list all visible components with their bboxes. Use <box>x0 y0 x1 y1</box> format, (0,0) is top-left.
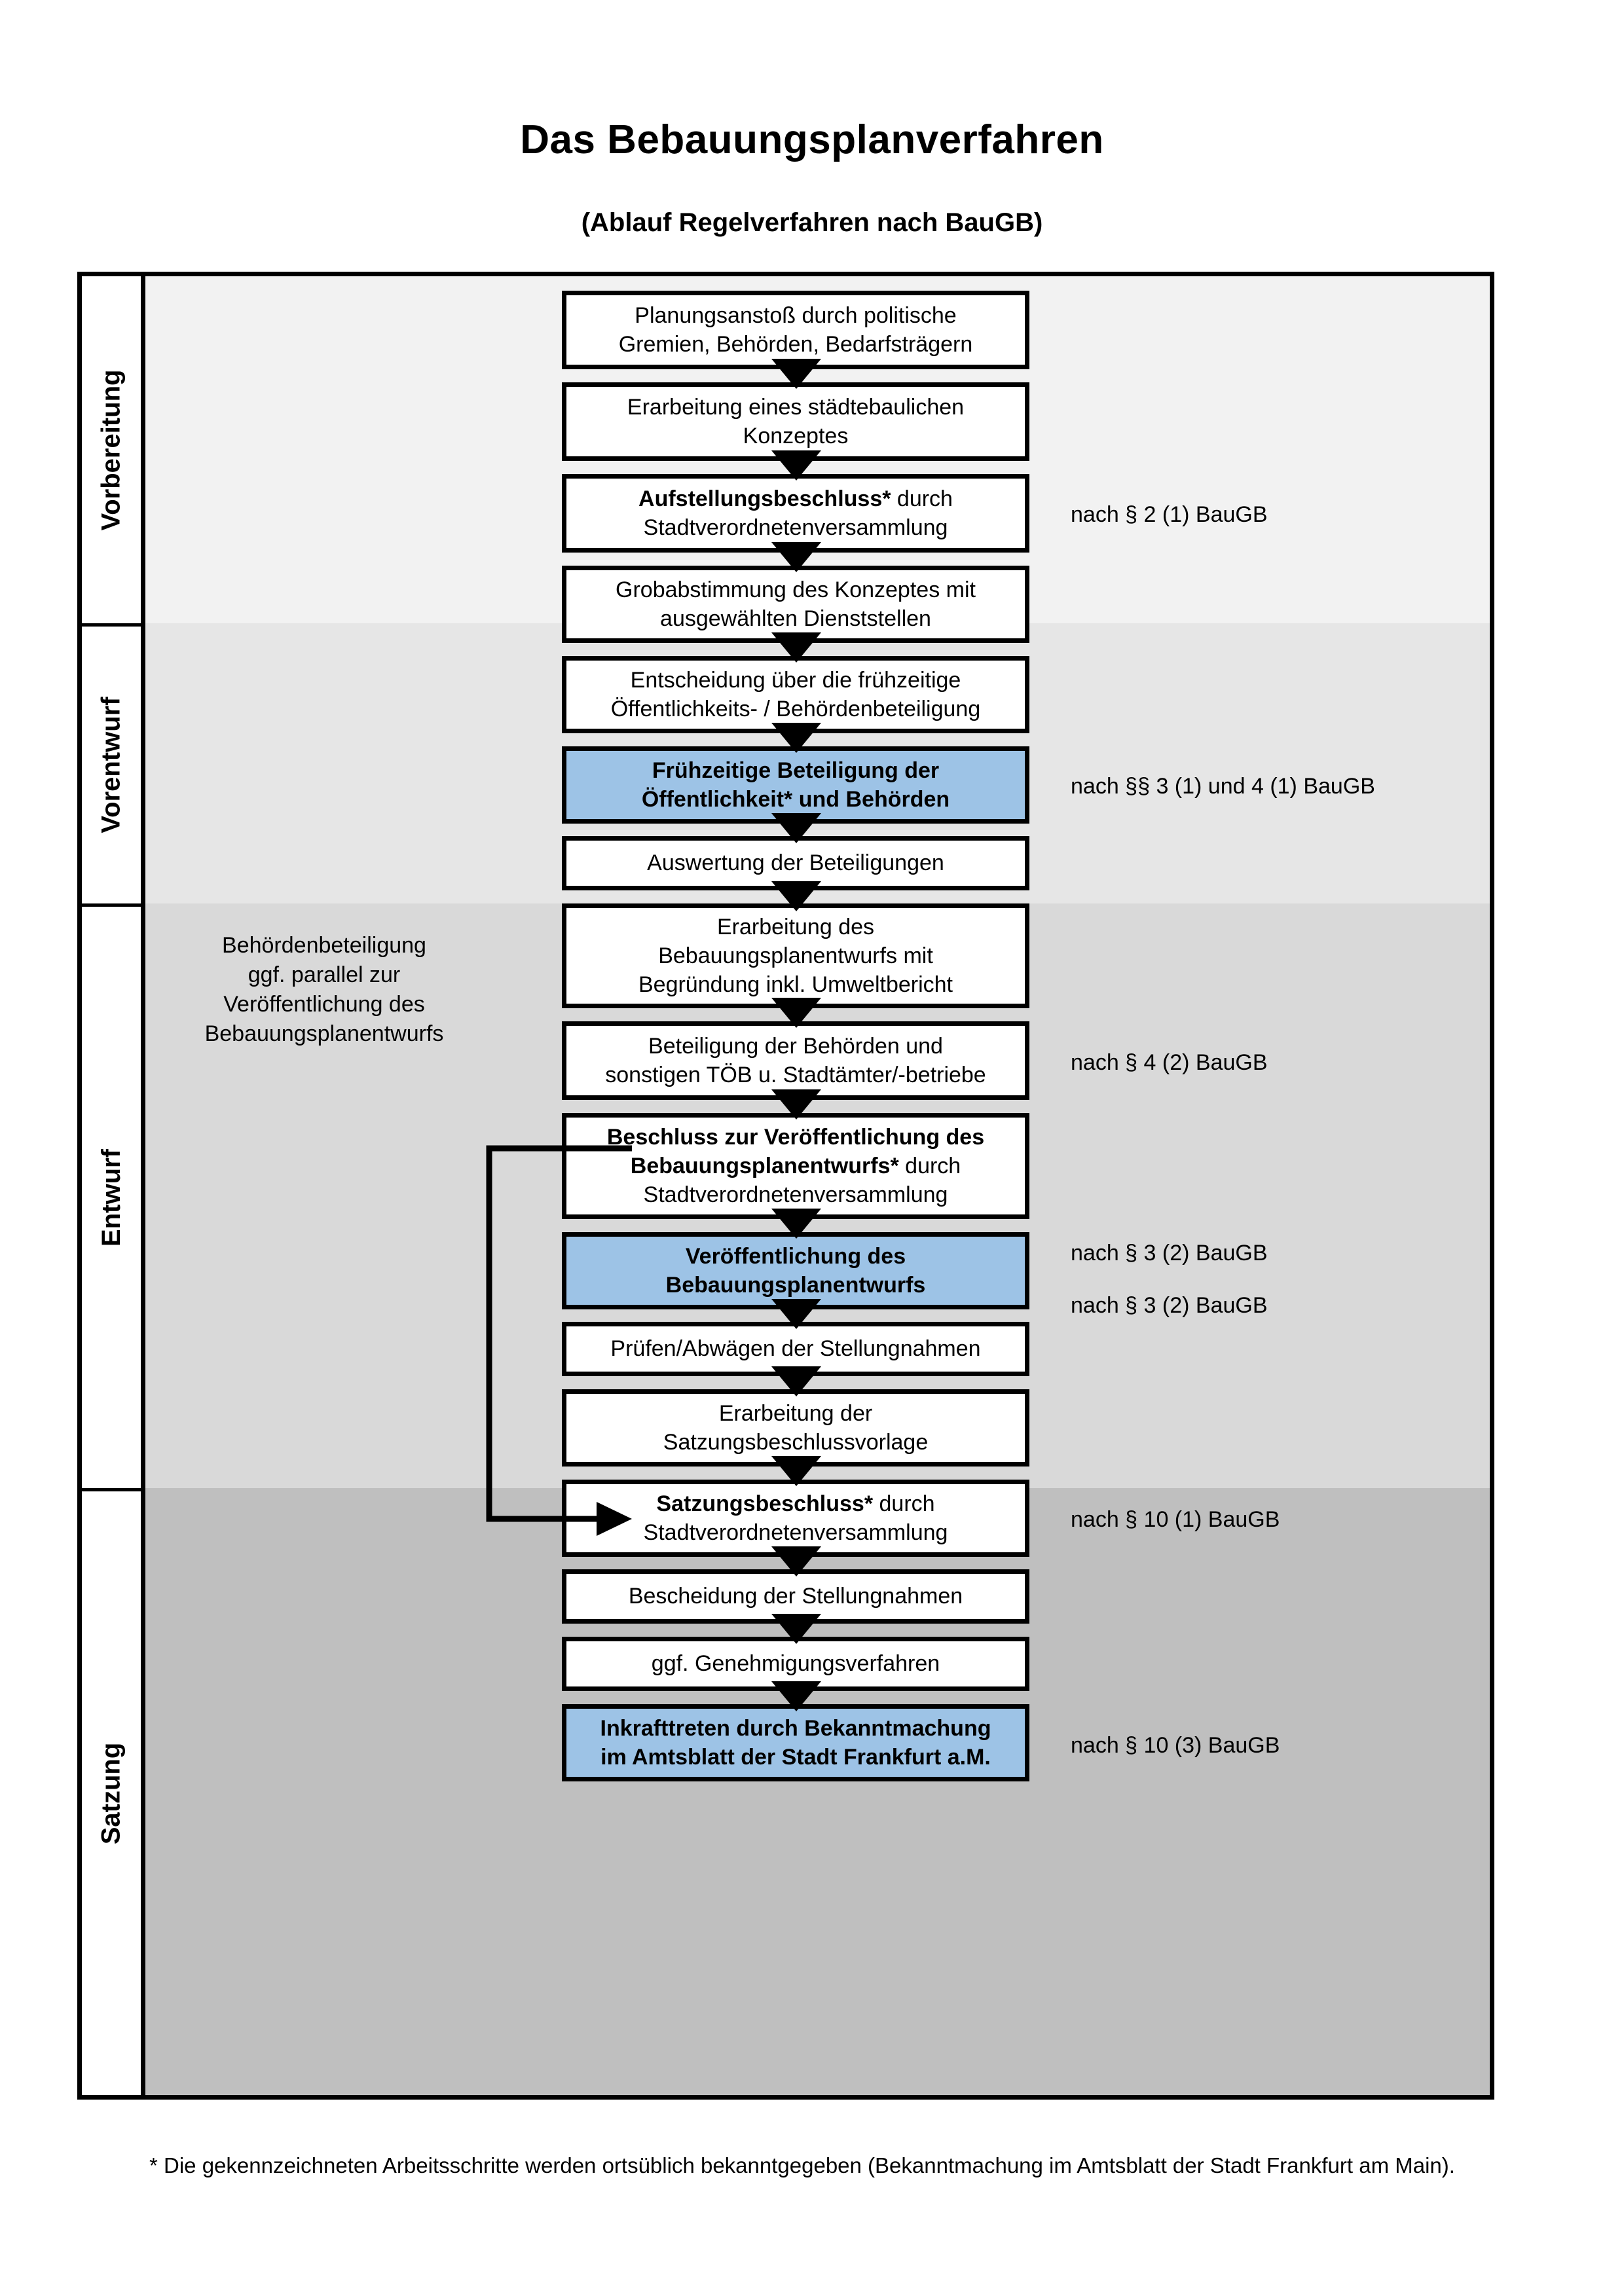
phase-cell-satzung: Satzung <box>82 1488 141 2095</box>
side-annotation-line-3: Veröffentlichung des <box>223 991 425 1017</box>
arrow-down-1 <box>771 359 821 389</box>
arrow-down-3 <box>771 542 821 572</box>
step-line: Bebauungsplanentwurfs mit <box>658 943 933 968</box>
arrow-down-16 <box>771 1681 821 1711</box>
page-title: Das Bebauungsplanverfahren <box>520 117 1104 162</box>
step-line: Planungsanstoß durch politische <box>635 302 957 328</box>
phase-cell-entwurf: Entwurf <box>82 903 141 1488</box>
step-line: Entscheidung über die frühzeitige <box>630 667 961 693</box>
arrow-down-8 <box>771 998 821 1028</box>
phase-label-vorentwurf: Vorentwurf <box>96 697 126 833</box>
step-bold-term: Aufstellungsbeschluss* <box>638 486 891 511</box>
arrow-down-4 <box>771 632 821 663</box>
legal-note-par10-3: nach § 10 (3) BauGB <box>1071 1733 1280 1758</box>
page-subtitle: (Ablauf Regelverfahren nach BauGB) <box>581 208 1043 237</box>
arrow-down-6 <box>771 813 821 843</box>
arrow-down-15 <box>771 1614 821 1644</box>
step-inkrafttreten[interactable]: Inkrafttreten durch Bekanntmachung im Am… <box>562 1704 1029 1781</box>
step-erarbeitung-bebauungsplanentwurf[interactable]: Erarbeitung des Bebauungsplanentwurfs mi… <box>562 903 1029 1008</box>
step-line: Erarbeitung des <box>716 914 875 939</box>
step-bold-term: Beschluss zur Veröffentlichung des Bebau… <box>606 1124 985 1178</box>
step-line-rest: durch <box>905 1153 961 1178</box>
legal-note-par2-1: nach § 2 (1) BauGB <box>1071 502 1268 527</box>
arrow-down-5 <box>771 723 821 753</box>
step-grobabstimmung[interactable]: Grobabstimmung des Konzeptes mit ausgewä… <box>562 566 1029 643</box>
step-line: Öffentlichkeits- / Behördenbeteiligung <box>610 697 981 721</box>
arrow-down-2 <box>771 450 821 481</box>
legal-note-par3-2b: nach § 3 (2) BauGB <box>1071 1293 1268 1318</box>
phase-label-entwurf: Entwurf <box>96 1148 126 1247</box>
phase-cell-vorbereitung: Vorbereitung <box>82 276 141 623</box>
step-planungsanstoss[interactable]: Planungsanstoß durch politische Gremien,… <box>562 291 1029 369</box>
arrow-down-10 <box>771 1209 821 1239</box>
step-line: Gremien, Behörden, Bedarfsträgern <box>618 332 973 357</box>
step-bold-term: Satzungsbeschluss* <box>656 1491 874 1516</box>
arrow-down-14 <box>771 1546 821 1576</box>
step-line: Stadtverordnetenversammlung <box>643 515 948 540</box>
phase-label-vorbereitung: Vorbereitung <box>96 369 126 530</box>
step-fruehzeitige-beteiligung[interactable]: Frühzeitige Beteiligung der Öffentlichke… <box>562 746 1029 824</box>
arrow-down-13 <box>771 1456 821 1486</box>
side-annotation-line-2: ggf. parallel zur <box>248 962 401 987</box>
arrow-down-12 <box>771 1366 821 1396</box>
step-line: Satzungsbeschlussvorlage <box>663 1430 929 1455</box>
step-line-rest: durch <box>879 1491 935 1516</box>
step-beteiligung-behoerden-toeb[interactable]: Beteiligung der Behörden und sonstigen T… <box>562 1021 1029 1100</box>
step-aufstellungsbeschluss[interactable]: Aufstellungsbeschluss* durch Stadtverord… <box>562 474 1029 553</box>
arrow-down-9 <box>771 1089 821 1120</box>
step-line: Erarbeitung eines städtebaulichen <box>627 394 965 420</box>
legal-note-par4-2: nach § 4 (2) BauGB <box>1071 1050 1268 1075</box>
step-line-rest: durch <box>896 486 953 511</box>
step-line: sonstigen TÖB u. Stadtämter/-betriebe <box>605 1063 986 1087</box>
step-line: Veröffentlichung des <box>685 1243 906 1269</box>
legal-note-par10-1: nach § 10 (1) BauGB <box>1071 1507 1280 1532</box>
phase-cell-vorentwurf: Vorentwurf <box>82 623 141 903</box>
step-staedtebauliches-konzept[interactable]: Erarbeitung eines städtebaulichen Konzep… <box>562 382 1029 461</box>
legal-note-par3-4: nach §§ 3 (1) und 4 (1) BauGB <box>1071 774 1375 799</box>
flowchart-frame: Vorbereitung Vorentwurf Entwurf Satzung … <box>77 272 1494 2100</box>
phase-label-column: Vorbereitung Vorentwurf Entwurf Satzung <box>82 276 145 2095</box>
branch-arrowhead <box>597 1502 632 1536</box>
step-line: Stadtverordnetenversammlung <box>643 1520 948 1545</box>
step-line: Konzeptes <box>743 424 849 448</box>
step-line: Bebauungsplanentwurfs <box>665 1273 926 1298</box>
step-line-rest: durch Bekanntmachung <box>736 1715 991 1741</box>
step-line: Beteiligung der Behörden und <box>648 1033 943 1059</box>
step-line: im Amtsblatt der Stadt Frankfurt a.M. <box>600 1745 991 1770</box>
step-line: ggf. Genehmigungsverfahren <box>651 1651 940 1677</box>
step-line: Stadtverordnetenversammlung <box>643 1182 948 1208</box>
arrow-down-11 <box>771 1299 821 1329</box>
step-line: Begründung inkl. Umweltbericht <box>638 972 953 998</box>
step-line: Frühzeitige Beteiligung der <box>652 757 940 783</box>
step-line: Bescheidung der Stellungnahmen <box>628 1584 963 1609</box>
step-satzungsbeschluss[interactable]: Satzungsbeschluss* durch Stadtverordnete… <box>562 1480 1029 1557</box>
legal-note-par3-2a: nach § 3 (2) BauGB <box>1071 1241 1268 1266</box>
side-annotation-line-1: Behördenbeteiligung <box>222 933 426 958</box>
side-annotation-behoerdenbeteiligung: Behördenbeteiligung ggf. parallel zur Ve… <box>160 931 488 1049</box>
step-line: Grobabstimmung des Konzeptes mit <box>616 577 976 602</box>
step-line: Auswertung der Beteiligungen <box>647 850 944 876</box>
step-line: Öffentlichkeit* und Behörden <box>641 787 950 812</box>
step-entscheidung-fruehzeitige-beteiligung[interactable]: Entscheidung über die frühzeitige Öffent… <box>562 656 1029 733</box>
step-line: Erarbeitung der <box>718 1400 873 1426</box>
step-bold-term: Inkrafttreten <box>600 1715 730 1741</box>
step-bescheidung-stellungnahmen[interactable]: Bescheidung der Stellungnahmen <box>562 1569 1029 1624</box>
arrow-down-7 <box>771 881 821 911</box>
parallel-branch-connector <box>486 1145 632 1536</box>
side-annotation-line-4: Bebauungsplanentwurfs <box>204 1021 444 1046</box>
step-line: ausgewählten Dienststellen <box>660 606 931 631</box>
step-line: Prüfen/Abwägen der Stellungnahmen <box>610 1336 981 1362</box>
footnote-text: * Die gekennzeichneten Arbeitsschritte w… <box>149 2153 1455 2178</box>
phase-label-satzung: Satzung <box>96 1742 126 1844</box>
